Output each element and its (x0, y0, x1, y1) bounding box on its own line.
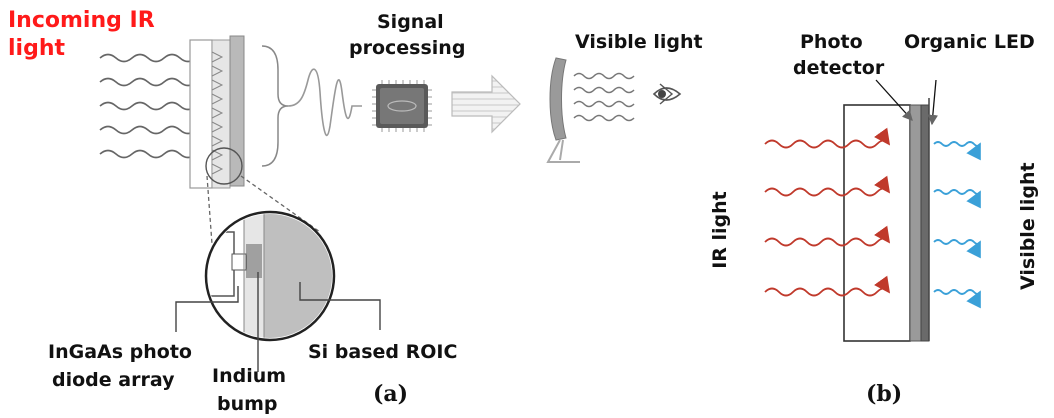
magnifier-small-circle (205, 147, 243, 185)
signal-processing-label-line1: Signal (377, 11, 444, 33)
photo-detector-label-line1: Photo (800, 31, 863, 53)
visible-light-waves (573, 72, 635, 122)
visible-light-arrows (933, 141, 981, 309)
panel-a-caption: (a) (373, 381, 409, 407)
organic-led-label: Organic LED (904, 31, 1035, 53)
visible-light-label-b: Visible light (1017, 162, 1039, 290)
oled-layer (920, 104, 930, 342)
detector-array (189, 35, 245, 189)
zoom-line-left (206, 175, 213, 245)
photodetector-layer (909, 104, 922, 342)
panel-a (99, 35, 682, 372)
ingaas-label-line1: InGaAs photo (48, 341, 192, 363)
output-brace (261, 45, 289, 167)
panel-b-caption: (b) (866, 381, 903, 407)
leader-organic-led (927, 79, 939, 126)
ir-light-label: IR light (709, 191, 731, 269)
processing-arrow (451, 74, 521, 134)
incoming-ir-label-line1: Incoming IR (8, 8, 155, 33)
si-roic-label: Si based ROIC (308, 341, 458, 363)
indium-label-line2: bump (217, 393, 278, 415)
photo-detector-label-line2: detector (793, 57, 885, 79)
display-screen-icon (546, 57, 580, 163)
eye-icon (652, 83, 682, 105)
zoom-detail (204, 210, 336, 342)
leader-ingaas (175, 286, 239, 332)
incoming-ir-label-line2: light (8, 36, 66, 61)
signal-processing-label-line2: processing (349, 37, 466, 59)
ingaas-label-line2: diode array (52, 369, 175, 391)
signal-waveform (287, 68, 362, 137)
indium-label-line1: Indium (212, 365, 287, 387)
leader-si (299, 282, 381, 330)
processor-chip-icon (372, 80, 432, 132)
panel-b (764, 79, 981, 342)
leader-photo-detector (875, 79, 913, 121)
visible-light-label-a: Visible light (575, 31, 703, 53)
ir-light-arrows (764, 127, 891, 297)
